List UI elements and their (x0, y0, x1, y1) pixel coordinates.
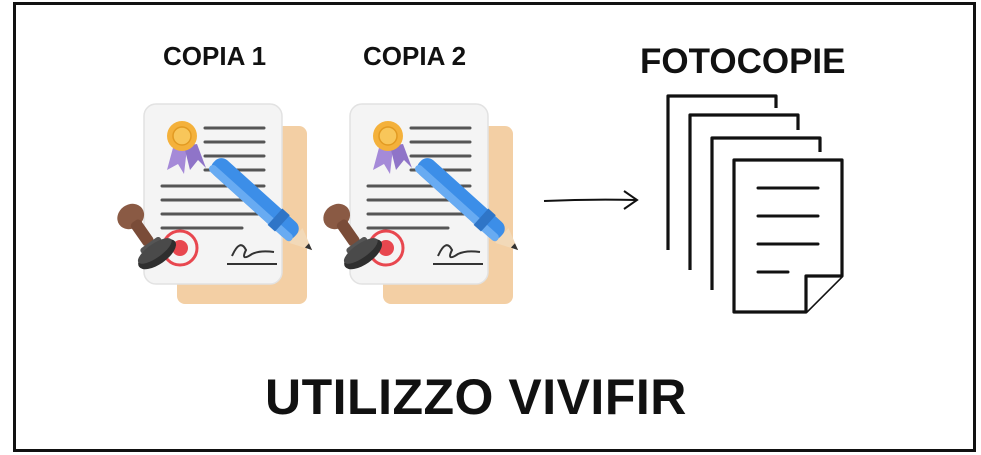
certified-document-icon (323, 103, 519, 304)
copy-2-label: COPIA 2 (363, 41, 467, 71)
arrow-right-icon (543, 190, 639, 210)
certified-document-icon (117, 103, 313, 304)
photocopies-stack-icon (666, 94, 844, 314)
footer-title: UTILIZZO VIVIFIR (265, 369, 687, 425)
photocopies-label: FOTOCOPIE (640, 42, 846, 81)
copy-1-label: COPIA 1 (163, 41, 267, 71)
